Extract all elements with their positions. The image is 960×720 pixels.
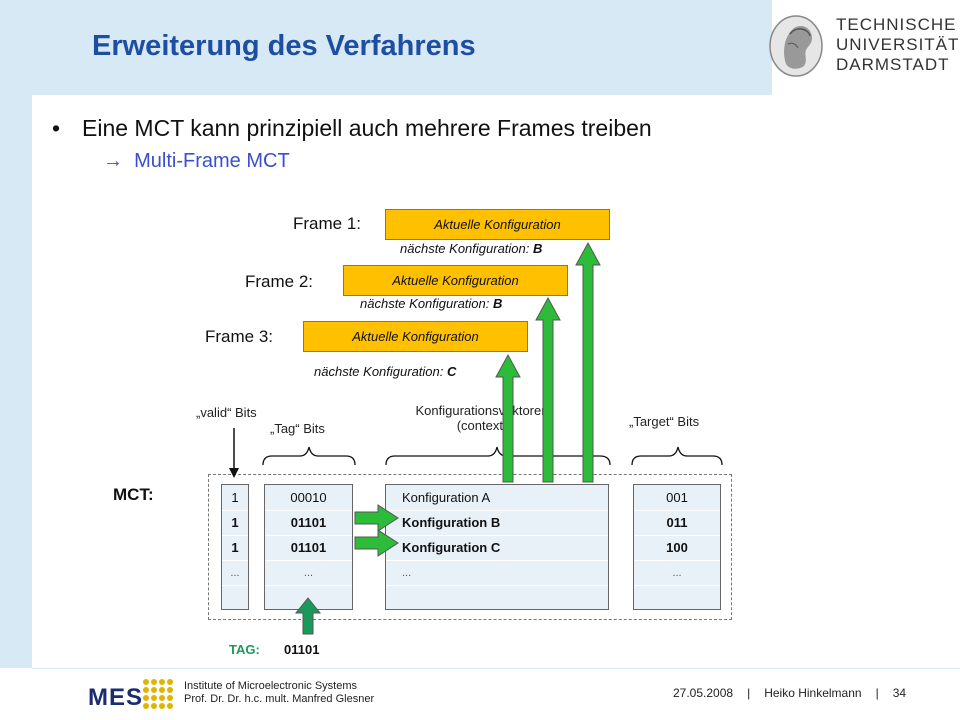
target-bits-column: 001 011 100 ... [633,484,721,610]
athena-seal-icon [769,15,823,77]
next-config-value: C [446,364,457,379]
frame-3-label: Frame 3: [205,327,274,346]
target-bits-brace-icon [631,446,723,466]
tag-lookup-value: 01101 [284,642,320,657]
tag-bits-brace-icon [262,446,356,466]
header-band [32,0,772,95]
institute-name: Institute of Microelectronic Systems [184,680,358,692]
university-name: TECHNISCHE UNIVERSITÄT DARMSTADT [836,15,959,75]
table-cell: ... [265,560,352,586]
sub-bullet: → Multi-Frame MCT [103,150,290,173]
table-cell: Konfiguration B [386,510,608,536]
frame-3-next-config: nächste Konfiguration: C [314,364,456,379]
sub-bullet-text: Multi-Frame MCT [134,150,290,172]
page-number: 34 [892,686,907,700]
footer-divider [32,668,960,669]
tag-bits-column: 00010 01101 01101 ... [264,484,353,610]
frame-2-current-config: Aktuelle Konfiguration [343,265,568,296]
config-vectors-column: Konfiguration A Konfiguration B Konfigur… [385,484,609,610]
tag-lookup-label: TAG: [229,642,260,657]
bullet-marker: • [52,115,61,141]
next-config-value: B [492,296,503,311]
config-vectors-brace-icon [385,446,611,466]
frame-2-label: Frame 2: [245,272,314,291]
table-cell: 100 [634,535,720,561]
mes-dots-icon [143,679,173,709]
valid-bits-column: 1 1 1 ... [221,484,249,610]
mct-label: MCT: [113,485,154,504]
frame-1-current-config: Aktuelle Konfiguration [385,209,610,240]
table-cell: 1 [222,510,248,536]
frame-2-arrow-icon [535,296,561,483]
table-cell: 00010 [265,485,352,511]
table-cell: 1 [222,535,248,561]
footer-separator: | [747,686,751,700]
frame-1-label: Frame 1: [293,214,362,233]
table-cell: Konfiguration C [386,535,608,561]
table-cell: ... [386,560,608,586]
arrow-right-icon: → [103,150,123,172]
table-cell: 1 [222,485,248,511]
config-vectors-label: Konfigurationsvektoren (context) [397,403,567,433]
university-line: TECHNISCHE [836,15,957,34]
table-cell: Konfiguration A [386,485,608,511]
valid-bits-label: „valid“ Bits [196,405,257,420]
frame-1-arrow-icon [575,241,601,483]
institute-professor: Prof. Dr. Dr. h.c. mult. Manfred Glesner [184,693,375,705]
next-config-text: nächste Konfiguration: [400,241,533,256]
slide-title: Erweiterung des Verfahrens [92,30,476,62]
footer-meta: 27.05.2008 | Heiko Hinkelmann | 34 [666,686,913,700]
valid-bits-arrow-icon [229,428,239,478]
university-line: DARMSTADT [836,55,950,74]
next-config-text: nächste Konfiguration: [360,296,493,311]
mes-logo: MES [88,684,144,711]
next-config-value: B [532,241,543,256]
table-cell: ... [222,560,248,586]
footer-separator: | [875,686,879,700]
frame-1-next-config: nächste Konfiguration: B [400,241,542,256]
tag-bits-label: „Tag“ Bits [270,421,325,436]
mct-table-outline [208,474,732,620]
table-cell: 01101 [265,510,352,536]
frame-2-next-config: nächste Konfiguration: B [360,296,502,311]
config-vectors-line: (context) [456,418,508,433]
table-cell: 001 [634,485,720,511]
bullet-point: • Eine MCT kann prinzipiell auch mehrere … [52,115,652,142]
bullet-text: Eine MCT kann prinzipiell auch mehrere F… [82,115,652,141]
footer-author: Heiko Hinkelmann [764,686,862,700]
left-accent-bar [0,0,32,668]
table-cell: ... [634,560,720,586]
institute-info: Institute of Microelectronic Systems Pro… [184,680,374,706]
university-line: UNIVERSITÄT [836,35,960,54]
table-cell: 011 [634,510,720,536]
table-cell: 01101 [265,535,352,561]
footer-date: 27.05.2008 [673,686,734,700]
config-vectors-line: Konfigurationsvektoren [415,403,549,418]
target-bits-label: „Target“ Bits [629,414,700,429]
frame-3-current-config: Aktuelle Konfiguration [303,321,528,352]
next-config-text: nächste Konfiguration: [314,364,447,379]
